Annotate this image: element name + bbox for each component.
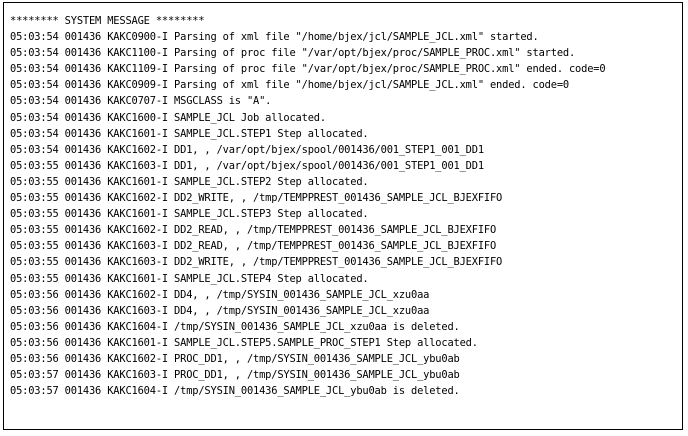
- log-line: 05:03:54 001436 KAKC1602-I DD1, , /var/o…: [10, 143, 484, 156]
- log-line: 05:03:56 001436 KAKC1603-I DD4, , /tmp/S…: [10, 304, 430, 317]
- log-line: 05:03:56 001436 KAKC1602-I PROC_DD1, , /…: [10, 352, 460, 365]
- log-line: 05:03:55 001436 KAKC1603-I DD1, , /var/o…: [10, 159, 484, 172]
- log-line: 05:03:55 001436 KAKC1603-I DD2_WRITE, , …: [10, 256, 503, 269]
- log-header-line: ******** SYSTEM MESSAGE ********: [10, 15, 205, 27]
- log-line: 05:03:54 001436 KAKC0900-I Parsing of xm…: [10, 31, 539, 44]
- log-line: 05:03:55 001436 KAKC1602-I DD2_WRITE, , …: [10, 192, 503, 205]
- console-output-panel: ******** SYSTEM MESSAGE ******** 05:03:5…: [3, 2, 683, 430]
- log-line: 05:03:54 001436 KAKC0707-I MSGCLASS is "…: [10, 95, 272, 108]
- log-line: 05:03:54 001436 KAKC1600-I SAMPLE_JCL Jo…: [10, 111, 326, 124]
- log-line: 05:03:55 001436 KAKC1601-I SAMPLE_JCL.ST…: [10, 272, 369, 285]
- log-line: 05:03:54 001436 KAKC0909-I Parsing of xm…: [10, 79, 569, 92]
- console-log: ******** SYSTEM MESSAGE ******** 05:03:5…: [10, 13, 682, 399]
- log-line: 05:03:55 001436 KAKC1601-I SAMPLE_JCL.ST…: [10, 175, 369, 188]
- log-line: 05:03:55 001436 KAKC1602-I DD2_READ, , /…: [10, 224, 497, 237]
- log-line: 05:03:54 001436 KAKC1601-I SAMPLE_JCL.ST…: [10, 127, 369, 140]
- log-line: 05:03:56 001436 KAKC1601-I SAMPLE_JCL.ST…: [10, 336, 478, 349]
- log-line: 05:03:56 001436 KAKC1602-I DD4, , /tmp/S…: [10, 288, 430, 301]
- log-line: 05:03:56 001436 KAKC1604-I /tmp/SYSIN_00…: [10, 320, 460, 333]
- log-line: 05:03:57 001436 KAKC1603-I PROC_DD1, , /…: [10, 369, 460, 382]
- log-line: 05:03:54 001436 KAKC1109-I Parsing of pr…: [10, 63, 606, 76]
- log-line: 05:03:55 001436 KAKC1601-I SAMPLE_JCL.ST…: [10, 208, 369, 221]
- log-line: 05:03:54 001436 KAKC1100-I Parsing of pr…: [10, 47, 576, 60]
- log-line: 05:03:57 001436 KAKC1604-I /tmp/SYSIN_00…: [10, 385, 460, 398]
- log-line: 05:03:55 001436 KAKC1603-I DD2_READ, , /…: [10, 240, 497, 253]
